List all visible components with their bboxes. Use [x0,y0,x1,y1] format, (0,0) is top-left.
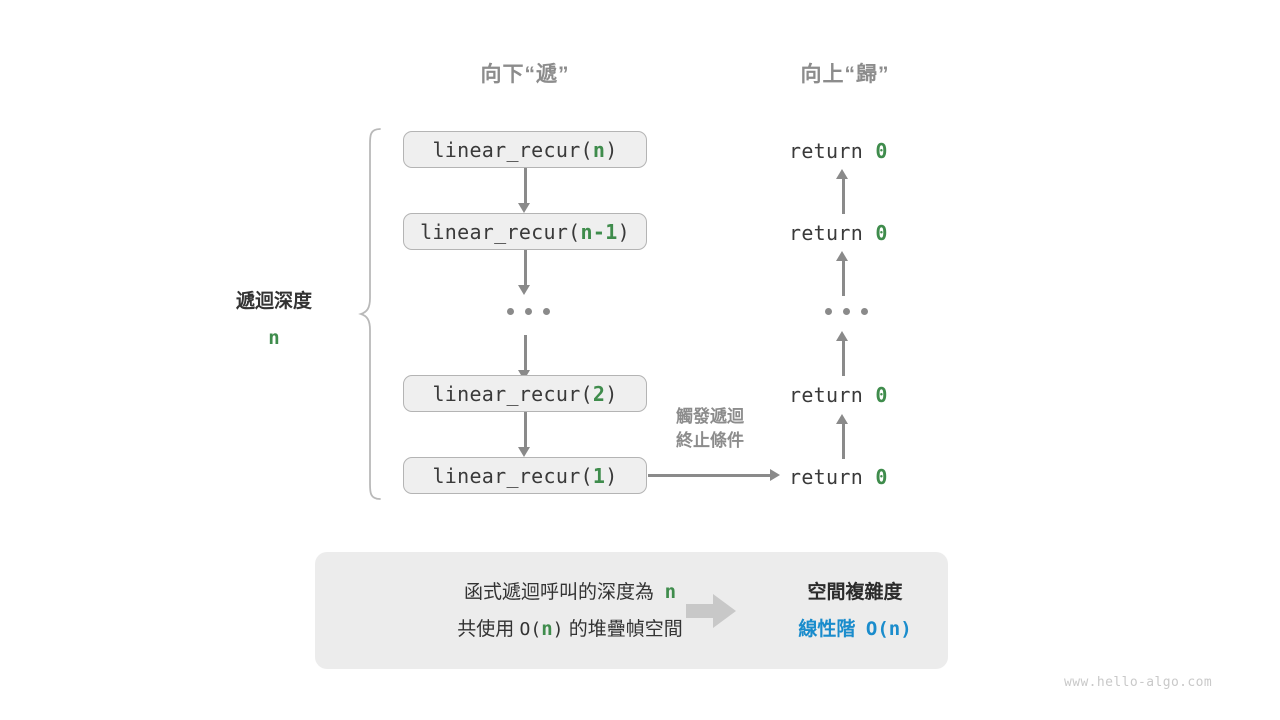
arrow-down-4-head [518,447,530,457]
complexity-order: 線性階 [798,619,856,641]
arrow-down-3-line [523,335,527,371]
summary-space-close: ) [552,619,564,641]
implies-block-arrow-icon [686,594,736,628]
recursion-depth-label: 遞迴深度 n [218,283,330,357]
call-box-n-minus-1: linear_recur(n-1) [403,213,647,250]
return-value-1: 0 [875,139,888,163]
call-box-2-close: ) [605,381,618,406]
call-box-n-arg: n [592,137,606,162]
space-complexity-title: 空間複雜度 [807,582,903,603]
summary-space-pre: 共使用 [457,619,515,641]
trigger-termination-note: 觸發遞迴 終止條件 [635,405,785,453]
call-box-n1-arg: n-1 [580,219,618,244]
summary-depth-n: n [664,581,677,603]
base-case-arrow-head [770,469,780,481]
return-value-4: 0 [875,465,888,489]
call-box-n-close: ) [605,137,618,162]
arrow-up-3-line [841,340,845,376]
space-complexity-value: 線性階 O(n) [770,611,940,648]
arrow-down-1-line [523,168,527,204]
arrow-down-2-head [518,285,530,295]
arrow-up-4-head [836,414,848,424]
arrow-up-2-line [841,260,845,296]
arrow-up-1-head [836,169,848,179]
trigger-note-line2: 終止條件 [676,431,744,451]
return-keyword-1: return [789,139,864,163]
return-keyword-4: return [789,465,864,489]
summary-space-post: 的堆疊幀空間 [568,619,683,641]
return-statement-4: return 0 [789,465,888,489]
arrow-up-1-line [841,178,845,214]
site-watermark: www.hello-algo.com [1064,675,1213,690]
arrow-down-2-line [523,250,527,286]
summary-space-o: O( [519,619,542,641]
column-header-return-up: 向上“歸” [800,63,890,86]
return-value-2: 0 [875,221,888,245]
call-box-1-close: ) [605,463,618,488]
summary-right-text: 空間複雜度 線性階 O(n) [770,574,940,648]
return-statement-2: return 0 [789,221,888,245]
return-value-3: 0 [875,383,888,407]
left-ellipsis-icon [507,308,550,315]
return-keyword-2: return [789,221,864,245]
summary-panel: 函式遞迴呼叫的深度為 n 共使用 O(n) 的堆疊幀空間 空間複雜度 線性階 O… [315,552,948,669]
arrow-up-2-head [836,251,848,261]
summary-space-n: n [541,618,553,641]
summary-space-line: 共使用 O(n) 的堆疊幀空間 [355,611,785,648]
arrow-down-4-line [523,412,527,448]
base-case-arrow-line [648,474,772,477]
complexity-close: ) [900,618,912,641]
recursion-depth-text: 遞迴深度 [235,291,312,312]
complexity-o: O( [865,618,889,641]
call-box-2: linear_recur(2) [403,375,647,412]
arrow-up-4-line [841,423,845,459]
depth-brace-icon [358,128,381,500]
arrow-down-1-head [518,203,530,213]
call-box-1-name: linear_recur( [432,463,593,488]
call-box-n1-close: ) [617,219,630,244]
summary-depth-text: 函式遞迴呼叫的深度為 [463,582,654,603]
call-box-1-arg: 1 [592,463,606,488]
call-box-n: linear_recur(n) [403,131,647,168]
summary-left-text: 函式遞迴呼叫的深度為 n 共使用 O(n) 的堆疊幀空間 [355,574,785,648]
return-keyword-3: return [789,383,864,407]
call-box-2-arg: 2 [592,381,606,406]
call-box-1: linear_recur(1) [403,457,647,494]
complexity-n: n [888,618,901,641]
recursion-depth-value: n [268,327,280,350]
return-statement-1: return 0 [789,139,888,163]
column-header-recurse-down: 向下“遞” [480,63,570,86]
call-box-2-name: linear_recur( [432,381,593,406]
call-box-n-name: linear_recur( [432,137,593,162]
right-ellipsis-icon [825,308,868,315]
return-statement-3: return 0 [789,383,888,407]
arrow-up-3-head [836,331,848,341]
trigger-note-line1: 觸發遞迴 [676,407,744,426]
summary-depth-line: 函式遞迴呼叫的深度為 n [355,574,785,611]
call-box-n1-name: linear_recur( [420,219,581,244]
